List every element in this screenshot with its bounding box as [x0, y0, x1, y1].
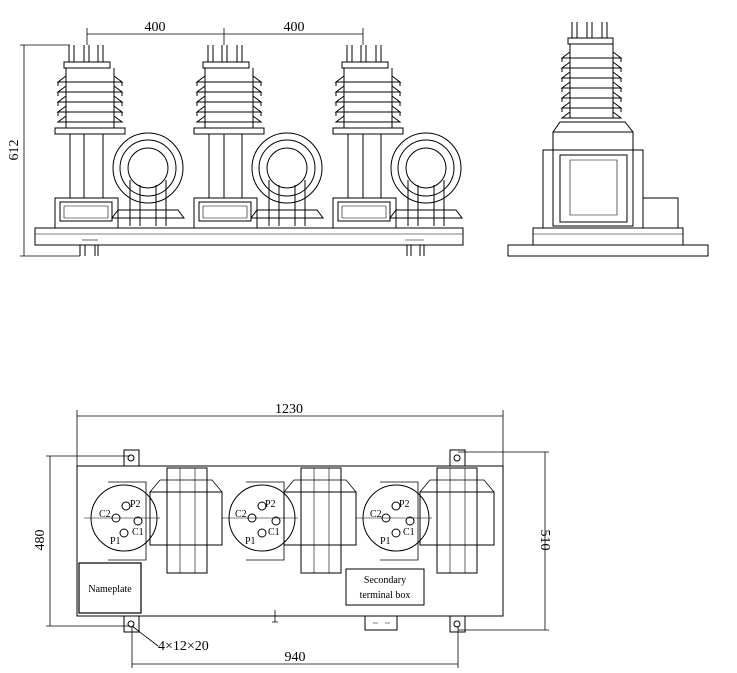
plan-view [46, 410, 549, 668]
mounting-span-label: 940 [285, 650, 306, 665]
height-label: 612 [7, 140, 22, 161]
front-view [20, 28, 464, 257]
c2-label-2: C2 [235, 509, 247, 520]
mounting-holes-label: 4×12×20 [158, 639, 209, 654]
width-outer-label: 510 [537, 530, 552, 551]
front-ct-ring-3 [389, 132, 463, 226]
c1-label-2: C1 [268, 527, 280, 538]
side-base-plate [507, 244, 709, 257]
plan-phase-1 [84, 467, 223, 574]
c2-label-3: C2 [370, 509, 382, 520]
front-right-foot [406, 245, 425, 256]
p2-label-3: P2 [399, 499, 410, 510]
nameplate-label: Nameplate [88, 584, 132, 595]
front-pole-3 [332, 45, 404, 229]
plan-base-outline [76, 465, 504, 617]
mounting-slot-tl [123, 449, 140, 467]
p1-label-3: P1 [380, 536, 391, 547]
width-dimension-lines [46, 451, 549, 631]
p1-label-1: P1 [110, 536, 121, 547]
front-pole-2 [193, 45, 265, 229]
side-view [507, 22, 709, 257]
pitch-dimension-line [86, 28, 364, 45]
p1-label-2: P1 [245, 536, 256, 547]
front-pole-1 [54, 45, 126, 229]
width-inner-label: 480 [33, 530, 48, 551]
nameplate-box [78, 562, 142, 614]
span-dimension-line [131, 625, 459, 668]
c2-label-1: C2 [99, 509, 111, 520]
front-ct-ring-1 [111, 132, 185, 226]
plan-phase-2 [222, 467, 357, 574]
mounting-slot-br [449, 615, 466, 633]
pitch-right-label: 400 [284, 20, 305, 35]
length-dimension-line [76, 410, 504, 466]
secondary-box-line2: terminal box [360, 590, 411, 601]
secondary-terminal-box [345, 568, 425, 606]
c1-label-1: C1 [132, 527, 144, 538]
p2-label-2: P2 [265, 499, 276, 510]
p2-label-1: P2 [130, 499, 141, 510]
front-ct-ring-2 [250, 132, 324, 226]
c1-label-3: C1 [403, 527, 415, 538]
length-label: 1230 [275, 402, 303, 417]
front-base-plate [34, 227, 464, 246]
front-left-foot [79, 245, 99, 256]
mounting-slot-bl [123, 615, 140, 633]
height-dimension-line [20, 44, 80, 257]
plan-phase-3 [356, 467, 495, 574]
pitch-left-label: 400 [145, 20, 166, 35]
mounting-slot-tr [449, 449, 466, 467]
secondary-box-line1: Secondary [364, 575, 406, 586]
